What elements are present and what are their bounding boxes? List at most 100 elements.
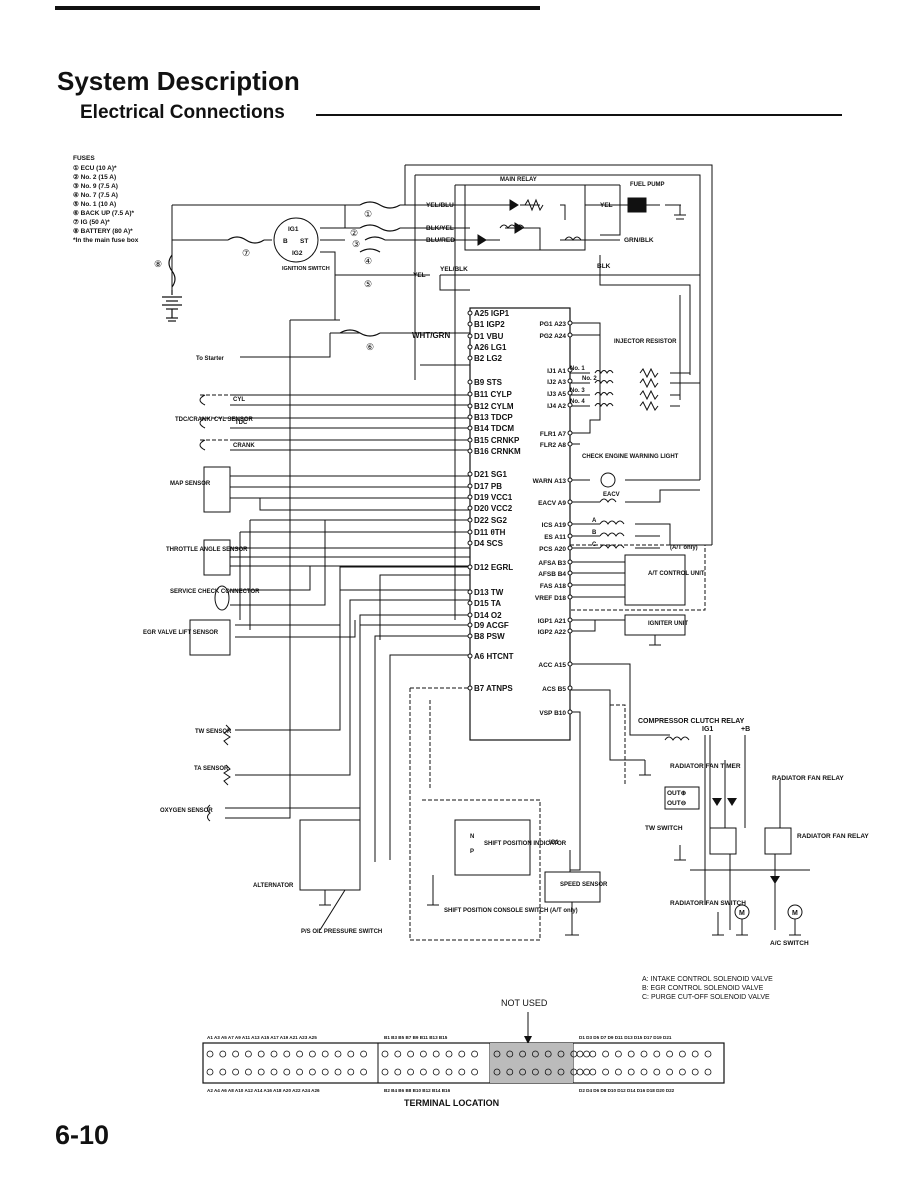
ecu-pin-terminal (467, 653, 473, 659)
connector-pin (704, 1050, 712, 1058)
fan-relay-label-side: RADIATOR FAN RELAY (797, 833, 869, 840)
ecu-pin-terminal (467, 540, 473, 546)
connector-pin (506, 1068, 514, 1076)
connector-pin (458, 1068, 466, 1076)
connector-pin (679, 1050, 686, 1058)
ecu-pin-terminal (567, 594, 573, 600)
fuse-item: ⑤ No. 1 (10 A) (73, 200, 116, 208)
ecu-pin-right: ACC A15 (538, 662, 566, 669)
connector-pin (308, 1050, 316, 1058)
igniter-unit-label: IGNITER UNIT (648, 621, 688, 627)
connector-pin (557, 1068, 565, 1076)
fuse-item: ③ No. 9 (7.5 A) (73, 182, 118, 190)
ecu-pin-left: D12 EGRL (474, 563, 513, 572)
subtitle-rule (316, 114, 842, 116)
fuse-list: FUSES ① ECU (10 A)* ② No. 2 (15 A) ③ No.… (73, 155, 139, 244)
ecu-pin-left: D20 VCC2 (474, 504, 513, 513)
connector-pin (257, 1068, 265, 1076)
connector-pin (381, 1050, 389, 1058)
injector-resistor-label: INJECTOR RESISTOR (614, 339, 677, 345)
svg-text:WHT/GRN: WHT/GRN (412, 331, 450, 340)
svg-text:YEL/BLU: YEL/BLU (426, 202, 454, 209)
ecu-pin-terminal (467, 564, 473, 570)
svg-text:No. 3: No. 3 (570, 388, 585, 394)
connector-pin (244, 1050, 252, 1058)
connector-pin (445, 1050, 453, 1058)
ecu-pin-left: D15 TA (474, 599, 501, 608)
ecu-pin-terminal (467, 612, 473, 618)
connector-pin (432, 1050, 440, 1058)
svg-text:IG1: IG1 (702, 726, 713, 733)
connector-pin (270, 1068, 278, 1076)
connector-pin (627, 1050, 635, 1058)
svg-text:A2 A4 A6 A8 A10 A12 A14 A16 A1: A2 A4 A6 A8 A10 A12 A14 A16 A18 A20 A22 … (207, 1088, 320, 1093)
connector-pin (557, 1050, 565, 1058)
at-control-unit-label: A/T CONTROL UNIT (648, 571, 705, 577)
connector-pin (653, 1050, 661, 1058)
connector-pin (381, 1068, 389, 1076)
legend-item: A: INTAKE CONTROL SOLENOID VALVE (642, 976, 773, 983)
ecu-pin-terminal (567, 570, 573, 576)
ecu-pin-terminal (567, 320, 573, 326)
svg-text:D2 D4 D6 D8 D10 D12 D14 D16 D1: D2 D4 D6 D8 D10 D12 D14 D16 D18 D20 D22 (579, 1088, 675, 1093)
compressor-relay-label: COMPRESSOR CLUTCH RELAY (638, 718, 745, 725)
throttle-sensor-label: THROTTLE ANGLE SENSOR (166, 547, 248, 553)
connector-pin (583, 1068, 590, 1076)
ecu-pin-right: IJ1 A1 (547, 368, 566, 375)
ecu-pin-left: D21 SG1 (474, 470, 507, 479)
connector-pin (232, 1068, 240, 1076)
svg-text:N: N (470, 834, 474, 840)
check-engine-label: CHECK ENGINE WARNING LIGHT (582, 454, 679, 460)
fan-relay-label-top: RADIATOR FAN RELAY (772, 775, 844, 782)
tw-sensor-label: TW SENSOR (195, 729, 232, 735)
svg-text:B: B (283, 238, 288, 245)
ecu-pin-terminal (567, 661, 573, 667)
ta-sensor-label: TA SENSOR (194, 766, 229, 772)
fuse-item: ① ECU (10 A)* (73, 164, 117, 172)
connector-pin (244, 1068, 252, 1076)
ignition-switch-label: IGNITION SWITCH (282, 266, 330, 272)
connector-pin (704, 1068, 712, 1076)
connector-pin (493, 1050, 501, 1058)
ecu-pin-right: FAS A18 (540, 583, 567, 590)
ecu-pin-terminal (467, 685, 473, 691)
svg-text:D1 D3 D5 D7 D9 D11 D13 D15 D17: D1 D3 D5 D7 D9 D11 D13 D15 D17 D19 D21 (579, 1035, 672, 1040)
svg-text:⑥: ⑥ (366, 342, 374, 352)
connector-pin (308, 1068, 316, 1076)
connector-pin (666, 1068, 673, 1076)
svg-text:YEL: YEL (600, 202, 613, 209)
connector-pin (206, 1068, 214, 1076)
connector-pin (602, 1050, 609, 1058)
connector-pin (394, 1068, 402, 1076)
ecu-pin-left: D4 SCS (474, 539, 504, 548)
ecu-pin-right: IJ4 A2 (547, 403, 566, 410)
svg-text:IG2: IG2 (292, 250, 303, 257)
svg-text:YEL/BLK: YEL/BLK (440, 266, 468, 273)
top-rule (55, 6, 540, 10)
connector-pin (347, 1050, 355, 1058)
fuse-item: ⑥ BACK UP (7.5 A)* (73, 209, 135, 217)
ecu-pin-terminal (467, 494, 473, 500)
connector-pin (589, 1050, 597, 1058)
ecu-pin-right: AFSB B4 (538, 571, 566, 578)
svg-text:GRN/BLK: GRN/BLK (624, 237, 654, 244)
svg-text:No. 4: No. 4 (570, 399, 585, 405)
svg-text:P: P (470, 849, 474, 855)
svg-text:④: ④ (364, 256, 372, 266)
ecu-pin-terminal (467, 355, 473, 361)
ecu-pin-terminal (567, 709, 573, 715)
svg-text:B2 B4 B6 B8 B10 B12 B14 B16: B2 B4 B6 B8 B10 B12 B14 B16 (384, 1088, 451, 1093)
ecu-pin-left: D17 PB (474, 482, 502, 491)
ecu-pin-terminal (467, 505, 473, 511)
connector-pin (602, 1068, 609, 1076)
ecu-pin-terminal (467, 600, 473, 606)
connector-pin (445, 1068, 453, 1076)
svg-text:IG1: IG1 (288, 226, 299, 233)
connector-pin (283, 1050, 291, 1058)
to-starter-label: To Starter (196, 356, 225, 362)
ecu-pin-right: FLR2 A8 (540, 442, 567, 449)
ac-switch-label: A/C SWITCH (770, 940, 809, 947)
ecu-pin-right: ACS B5 (542, 686, 566, 693)
connector-pin (206, 1050, 214, 1058)
